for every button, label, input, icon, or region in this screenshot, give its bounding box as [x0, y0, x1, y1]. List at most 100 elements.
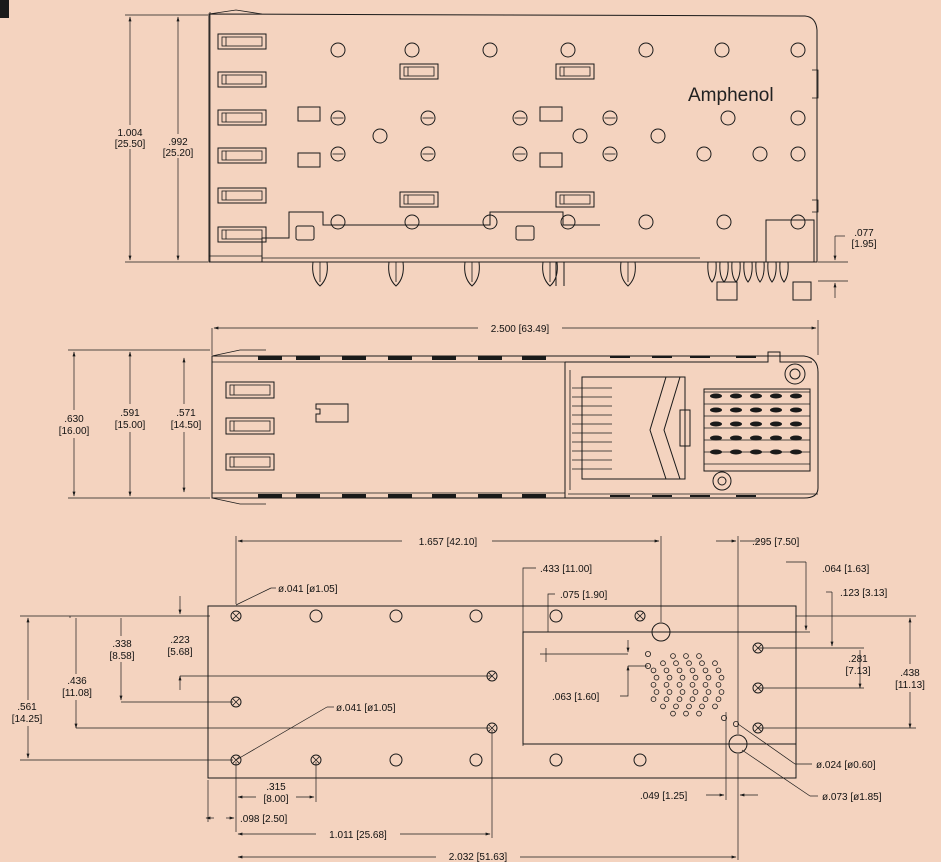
rail-mark-right-top-1 — [610, 356, 630, 358]
top-slot-1-inner — [221, 36, 263, 47]
grid-pad-16 — [710, 435, 722, 441]
side-view-contacts — [572, 387, 802, 470]
grid-pad-7 — [730, 407, 742, 413]
top-tab-1 — [295, 225, 315, 241]
fp-hole-4 — [549, 609, 563, 623]
grid-pin-45 — [683, 710, 689, 717]
pin-offset-metric: [1.95] — [851, 239, 876, 250]
rail-mark-right-top-2 — [652, 356, 672, 358]
left-a-metric: [14.25] — [12, 714, 43, 725]
pitch-x-value: .315 — [266, 782, 286, 793]
fp-xhole-6-x2 — [312, 756, 320, 764]
grid-pin-22 — [663, 681, 670, 688]
top-slot-4 — [217, 147, 267, 164]
pin-offset-value: .077 — [854, 228, 874, 239]
grid-pin-14 — [715, 667, 722, 674]
signal-pin-2 — [719, 261, 729, 283]
right-a-label: .064 [1.63] — [822, 564, 869, 575]
signal-pin-7 — [779, 261, 789, 283]
rail-mark-right-bottom-2 — [652, 495, 672, 497]
right-c-value: .281 — [848, 654, 868, 665]
rail-mark-top-1 — [258, 356, 282, 360]
connector-keepout-box — [522, 631, 797, 745]
fp-xhole-1-x2 — [232, 612, 240, 620]
rail-mark-top-2 — [296, 356, 320, 360]
side-height-c-metric: [14.50] — [171, 420, 202, 431]
grid-pad-18 — [750, 435, 762, 441]
top-hole-14 — [696, 146, 712, 162]
left-c-metric: [8.58] — [109, 651, 134, 662]
top-hole-13 — [752, 146, 768, 162]
grid-dx-label: .049 [1.25] — [640, 791, 687, 802]
signal-pin-6 — [767, 261, 777, 283]
span-d-label: 2.032 [51.63] — [449, 852, 508, 862]
top-hole-7 — [790, 42, 806, 58]
signal-pin-4 — [743, 261, 753, 283]
grid-pin-46 — [696, 710, 702, 717]
fp-hole-7 — [549, 753, 563, 767]
footprint-dimensions — [6, 534, 930, 862]
large-hole-label: ø.073 [ø1.85] — [822, 792, 882, 803]
side-view-rail-marks — [258, 356, 756, 498]
grid-pin-36 — [689, 696, 696, 702]
top-slot-1 — [217, 33, 267, 50]
top-hole-18 — [482, 214, 498, 230]
right-d-metric: [11.13] — [895, 680, 925, 691]
top-slot-3 — [217, 109, 267, 126]
grid-pad-5 — [790, 393, 802, 399]
top-slot-2-inner — [221, 74, 263, 85]
hole-dia-mid-label: ø.041 [ø1.05] — [336, 703, 396, 714]
top-slotted-hole-6 — [512, 146, 528, 162]
pitch-small-label: .063 [1.60] — [552, 692, 599, 703]
left-c-value: .338 — [112, 639, 132, 650]
fp-xhole-2-x2 — [232, 698, 240, 706]
top-hole-22 — [790, 214, 806, 230]
left-b-metric: [11.08] — [62, 688, 92, 699]
grid-pin-31 — [705, 689, 712, 695]
grid-pin-24 — [689, 681, 696, 688]
top-slot-5 — [217, 187, 267, 204]
grid-pin-6 — [686, 660, 692, 666]
grid-pin-23 — [676, 681, 683, 688]
rail-mark-top-3 — [342, 356, 366, 360]
grid-pin-25 — [702, 681, 709, 688]
grid-pin-20 — [718, 674, 725, 681]
top-hole-20 — [638, 214, 654, 230]
side-slot-3 — [225, 453, 275, 471]
pin-block-2 — [792, 281, 812, 301]
rail-mark-top-5 — [432, 356, 456, 360]
top-view-holes — [330, 42, 806, 230]
side-view-slots — [225, 381, 275, 471]
span-c-label: 1.011 [25.68] — [329, 830, 387, 841]
ref-pin-3 — [721, 715, 728, 722]
grid-pin-33 — [650, 696, 657, 702]
span-b-label: .295 [7.50] — [752, 537, 799, 548]
press-fit-pin-1 — [312, 261, 328, 287]
rail-mark-right-top-4 — [736, 356, 756, 358]
left-b-value: .436 — [67, 676, 87, 687]
top-hole-17 — [404, 214, 420, 230]
grid-pin-29 — [679, 689, 686, 695]
side-slot-2 — [225, 417, 275, 435]
top-view-body — [208, 9, 819, 263]
height-total-value: 1.004 — [117, 128, 142, 139]
press-fit-pin-3 — [464, 261, 480, 287]
top-hole-5 — [638, 42, 654, 58]
top-hole-19 — [560, 214, 576, 230]
top-view-dimensions — [110, 14, 848, 298]
grid-pin-28 — [666, 689, 673, 695]
side-slot-3-inner — [229, 456, 271, 468]
side-height-c-value: .571 — [176, 408, 196, 419]
fp-hole-6 — [469, 753, 483, 767]
grid-pin-19 — [705, 674, 712, 681]
top-hole-15 — [790, 146, 806, 162]
rail-mark-bottom-7 — [522, 494, 546, 498]
fp-xhole-1 — [230, 610, 242, 622]
grid-pad-17 — [730, 435, 742, 441]
grid-pad-12 — [730, 421, 742, 427]
side-view-dimensions — [56, 320, 819, 499]
ref-pin-1 — [645, 651, 652, 658]
rail-mark-top-6 — [478, 356, 502, 360]
fp-hole-8 — [633, 753, 647, 767]
top-slotted-hole-5 — [512, 110, 528, 126]
